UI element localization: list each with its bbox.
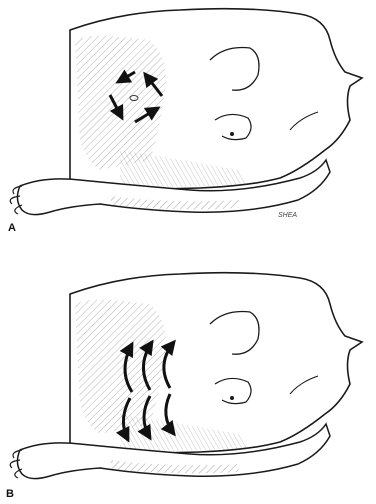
nipple: [230, 132, 234, 136]
torso-illustration-b: [0, 262, 376, 504]
torso-illustration-a: [0, 0, 376, 244]
panel-label-a: A: [8, 222, 16, 234]
figure-panel-b: B: [0, 262, 376, 504]
nipple: [230, 396, 234, 400]
chest-shading: [75, 300, 166, 435]
artist-signature: SHEA: [278, 212, 297, 219]
panel-label-b: B: [6, 488, 14, 500]
figure-panel-a: A SHEA: [0, 0, 376, 244]
chest-shading: [75, 36, 166, 171]
